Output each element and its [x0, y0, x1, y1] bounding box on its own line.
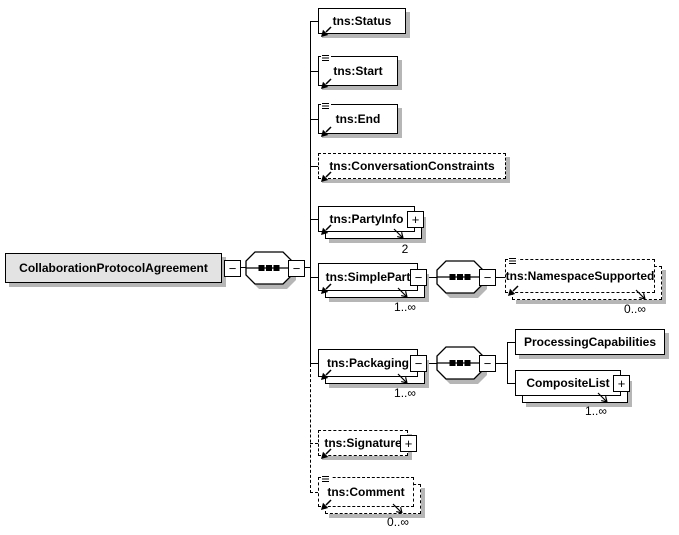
connector-stub-packaging — [310, 363, 318, 364]
element-label: tns:Packaging — [326, 356, 410, 370]
recurrence-arrow-icon — [392, 503, 403, 514]
reference-arrow-icon — [321, 126, 332, 137]
element-label: tns:PartyInfo — [329, 212, 404, 226]
element-processing-capabilities[interactable]: ProcessingCapabilities — [515, 329, 665, 355]
sequence-compositor-icon[interactable] — [245, 251, 298, 292]
connector-packaging-children-trunk — [507, 342, 508, 384]
element-label: tns:NamespaceSupported — [505, 269, 655, 283]
connector-stub-end — [310, 119, 318, 120]
element-tns-simple-part[interactable]: tns:SimplePart — [318, 263, 418, 294]
element-label: tns:SimplePart — [325, 270, 411, 284]
element-label: tns:End — [335, 112, 381, 126]
sequence-compositor-icon[interactable] — [436, 346, 489, 387]
type-content-icon — [508, 257, 518, 266]
connector-stub-party-info — [310, 219, 318, 220]
connector-stub-processing-capabilities — [507, 342, 515, 343]
sequence-compositor-icon[interactable] — [436, 260, 489, 301]
collapse-toggle[interactable]: − — [479, 355, 496, 372]
collapse-toggle[interactable]: − — [410, 355, 427, 372]
expand-toggle[interactable]: + — [400, 435, 417, 452]
cardinality-label: 1..∞ — [585, 404, 607, 418]
element-tns-conversation-constraints[interactable]: tns:ConversationConstraints — [318, 153, 506, 182]
connector-trunk-dashed — [310, 364, 311, 493]
connector-trunk-solid — [310, 21, 311, 364]
recurrence-arrow-icon — [397, 287, 408, 298]
recurrence-arrow-icon — [597, 392, 608, 403]
element-label: tns:ConversationConstraints — [329, 159, 495, 173]
type-content-icon — [321, 475, 331, 484]
collapse-toggle[interactable]: − — [288, 260, 305, 277]
element-label: tns:Status — [332, 14, 392, 28]
recurrence-arrow-icon — [397, 373, 408, 384]
connector-stub-comment — [310, 492, 318, 493]
recurrence-arrow-icon — [393, 228, 404, 239]
element-tns-signature[interactable]: tns:Signature — [318, 430, 408, 459]
connector-stub-composite-list — [507, 383, 515, 384]
recurrence-arrow-icon — [635, 289, 646, 300]
element-tns-comment[interactable]: tns:Comment — [318, 475, 414, 510]
cardinality-label: 0..∞ — [387, 515, 409, 529]
element-tns-packaging[interactable]: tns:Packaging — [318, 349, 418, 380]
collapse-toggle[interactable]: − — [479, 269, 496, 286]
cardinality-label: 0..∞ — [624, 302, 646, 316]
element-tns-start[interactable]: tns:Start — [318, 54, 398, 89]
collapse-toggle[interactable]: − — [410, 269, 427, 286]
cardinality-label: 1..∞ — [394, 300, 416, 314]
connector-stub-simple-part — [310, 277, 318, 278]
connector-stub-signature — [310, 443, 318, 444]
element-collaboration-protocol-agreement[interactable]: CollaborationProtocolAgreement — [5, 253, 222, 283]
cardinality-label: 1..∞ — [394, 386, 416, 400]
element-tns-end[interactable]: tns:End — [318, 102, 398, 137]
reference-arrow-icon — [321, 26, 332, 37]
expand-toggle[interactable]: + — [613, 375, 630, 392]
element-tns-status[interactable]: tns:Status — [318, 8, 406, 37]
connector-stub-status — [310, 21, 318, 22]
element-label: ProcessingCapabilities — [523, 335, 657, 349]
reference-arrow-icon — [321, 78, 332, 89]
type-content-icon — [321, 54, 331, 63]
element-composite-list[interactable]: CompositeList — [515, 370, 621, 396]
element-label: tns:Comment — [327, 485, 405, 499]
connector-stub-start — [310, 71, 318, 72]
type-content-icon — [321, 102, 331, 111]
element-label: CompositeList — [526, 376, 610, 390]
element-label: tns:Signature — [324, 436, 402, 450]
cardinality-label: 2 — [401, 242, 409, 256]
element-label: CollaborationProtocolAgreement — [19, 261, 208, 275]
collapse-toggle[interactable]: − — [224, 260, 241, 277]
expand-toggle[interactable]: + — [407, 211, 424, 228]
connector-stub-conversation-constraints — [310, 166, 318, 167]
element-label: tns:Start — [333, 64, 383, 78]
element-tns-namespace-supported[interactable]: tns:NamespaceSupported — [505, 257, 655, 296]
